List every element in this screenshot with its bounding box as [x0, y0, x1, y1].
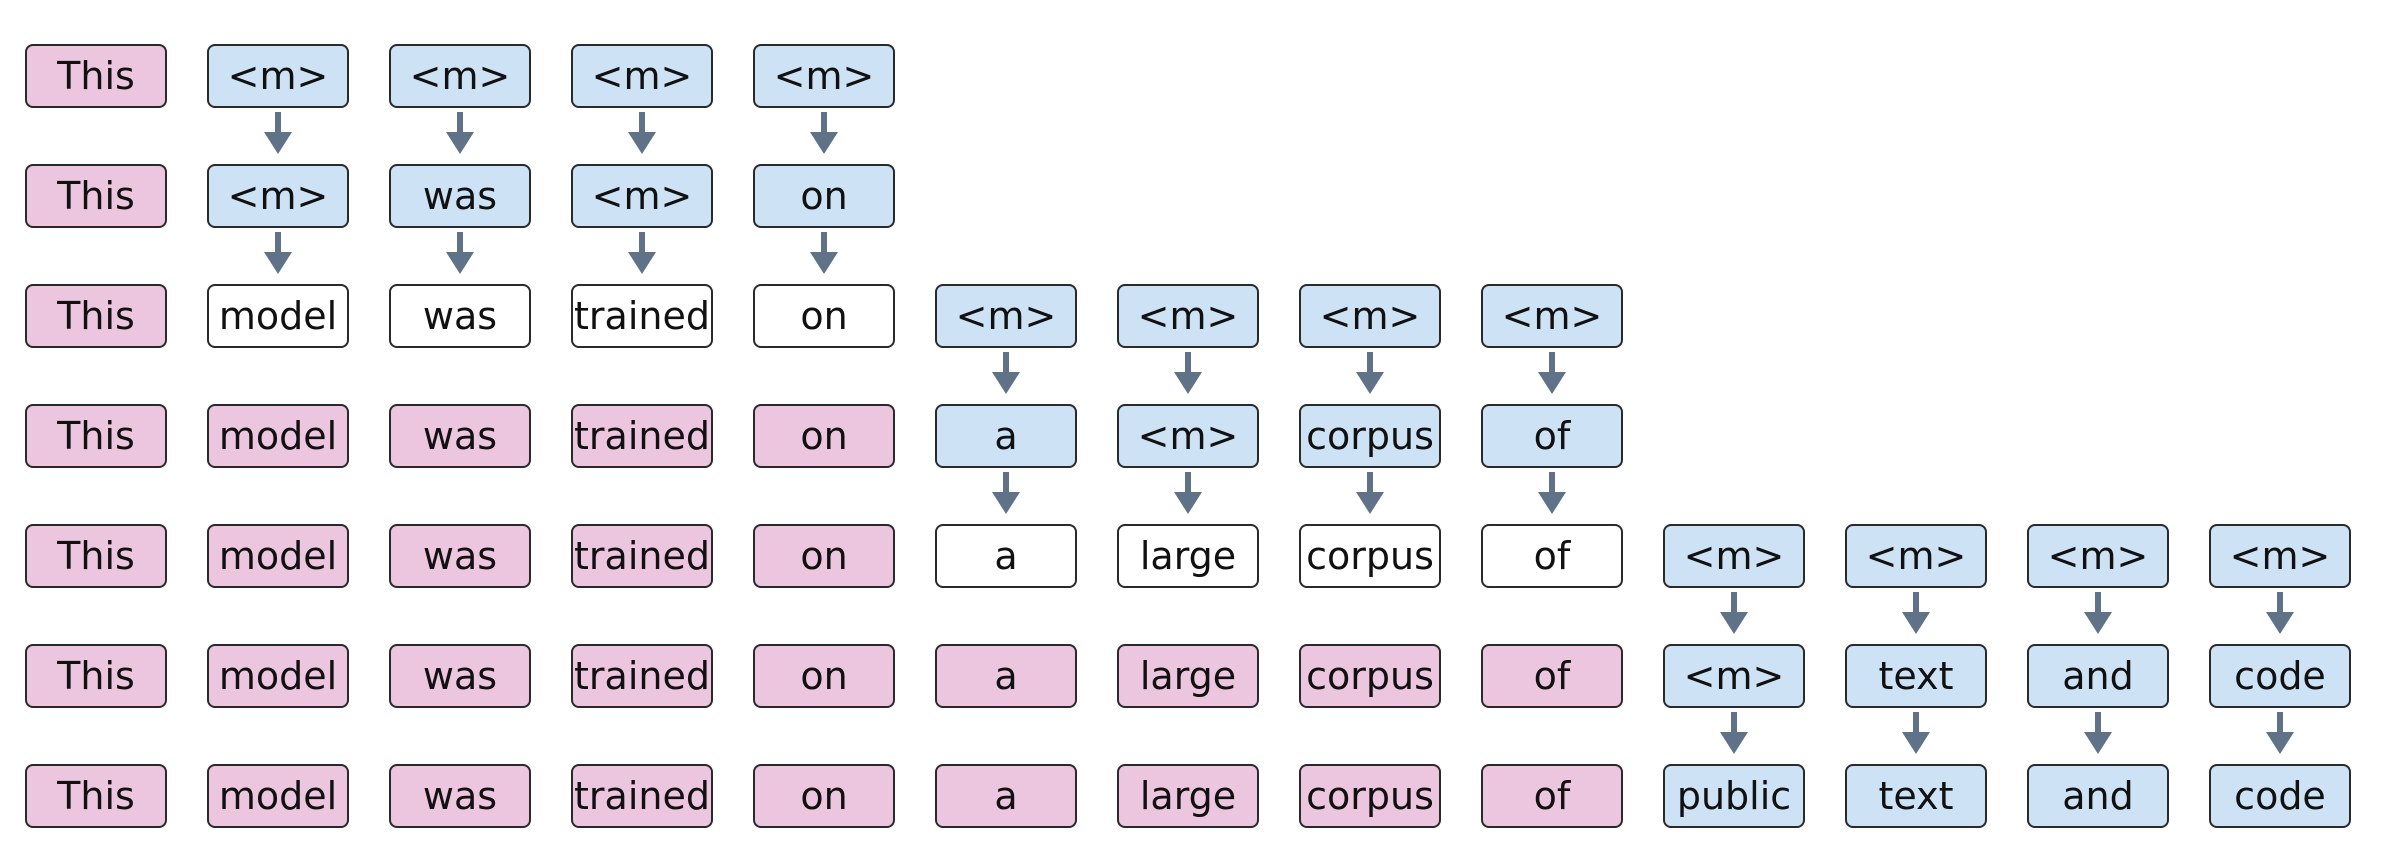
token-prompt-r3-c1: model [207, 404, 349, 468]
down-arrow-icon [992, 472, 1020, 514]
token-decoded-r4-c5: a [935, 524, 1077, 588]
token-prompt-r5-c1: model [207, 644, 349, 708]
down-arrow-icon [264, 232, 292, 274]
token-masked-r2-c8: <m> [1481, 284, 1623, 348]
token-prompt-r6-c7: corpus [1299, 764, 1441, 828]
token-masked-r3-c8: of [1481, 404, 1623, 468]
token-masked-r2-c6: <m> [1117, 284, 1259, 348]
token-prompt-r6-c6: large [1117, 764, 1259, 828]
token-masked-r3-c6: <m> [1117, 404, 1259, 468]
token-masked-r4-c9: <m> [1663, 524, 1805, 588]
token-prompt-r5-c2: was [389, 644, 531, 708]
down-arrow-icon [1538, 472, 1566, 514]
down-arrow-icon [1356, 352, 1384, 394]
token-prompt-r1-c0: This [25, 164, 167, 228]
token-decoded-r2-c2: was [389, 284, 531, 348]
token-masked-r0-c3: <m> [571, 44, 713, 108]
token-prompt-r4-c2: was [389, 524, 531, 588]
token-prompt-r3-c3: trained [571, 404, 713, 468]
token-prompt-r5-c5: a [935, 644, 1077, 708]
token-decoded-r2-c4: on [753, 284, 895, 348]
token-prompt-r4-c1: model [207, 524, 349, 588]
down-arrow-icon [1174, 472, 1202, 514]
token-prompt-r6-c0: This [25, 764, 167, 828]
down-arrow-icon [628, 112, 656, 154]
token-prompt-r5-c3: trained [571, 644, 713, 708]
token-prompt-r5-c8: of [1481, 644, 1623, 708]
token-masked-r6-c11: and [2027, 764, 2169, 828]
down-arrow-icon [2266, 712, 2294, 754]
token-prompt-r4-c0: This [25, 524, 167, 588]
token-decoded-r4-c8: of [1481, 524, 1623, 588]
token-masked-r0-c1: <m> [207, 44, 349, 108]
token-masked-r1-c2: was [389, 164, 531, 228]
token-masked-r1-c1: <m> [207, 164, 349, 228]
token-decoded-r4-c6: large [1117, 524, 1259, 588]
down-arrow-icon [2084, 592, 2112, 634]
down-arrow-icon [446, 232, 474, 274]
token-masked-r5-c11: and [2027, 644, 2169, 708]
token-decoded-r2-c1: model [207, 284, 349, 348]
down-arrow-icon [446, 112, 474, 154]
token-masked-r5-c10: text [1845, 644, 1987, 708]
token-masked-r6-c10: text [1845, 764, 1987, 828]
token-prompt-r3-c4: on [753, 404, 895, 468]
token-masked-r1-c4: on [753, 164, 895, 228]
down-arrow-icon [1356, 472, 1384, 514]
token-masked-r3-c7: corpus [1299, 404, 1441, 468]
token-masked-r6-c9: public [1663, 764, 1805, 828]
token-masked-r5-c12: code [2209, 644, 2351, 708]
token-prompt-r5-c0: This [25, 644, 167, 708]
token-masked-r4-c12: <m> [2209, 524, 2351, 588]
down-arrow-icon [1720, 592, 1748, 634]
token-masked-r0-c4: <m> [753, 44, 895, 108]
down-arrow-icon [264, 112, 292, 154]
token-prompt-r5-c4: on [753, 644, 895, 708]
token-prompt-r2-c0: This [25, 284, 167, 348]
down-arrow-icon [810, 112, 838, 154]
token-masked-r2-c7: <m> [1299, 284, 1441, 348]
down-arrow-icon [810, 232, 838, 274]
token-prompt-r0-c0: This [25, 44, 167, 108]
token-prompt-r6-c2: was [389, 764, 531, 828]
token-prompt-r6-c3: trained [571, 764, 713, 828]
down-arrow-icon [1720, 712, 1748, 754]
token-prompt-r4-c3: trained [571, 524, 713, 588]
down-arrow-icon [1174, 352, 1202, 394]
token-masked-r4-c10: <m> [1845, 524, 1987, 588]
token-prompt-r6-c8: of [1481, 764, 1623, 828]
down-arrow-icon [1902, 712, 1930, 754]
down-arrow-icon [2084, 712, 2112, 754]
token-prompt-r5-c6: large [1117, 644, 1259, 708]
token-prompt-r6-c4: on [753, 764, 895, 828]
token-prompt-r6-c1: model [207, 764, 349, 828]
token-masked-r2-c5: <m> [935, 284, 1077, 348]
token-prompt-r5-c7: corpus [1299, 644, 1441, 708]
down-arrow-icon [1902, 592, 1930, 634]
token-masked-r4-c11: <m> [2027, 524, 2169, 588]
down-arrow-icon [628, 232, 656, 274]
token-prompt-r6-c5: a [935, 764, 1077, 828]
token-masked-r3-c5: a [935, 404, 1077, 468]
token-masked-r5-c9: <m> [1663, 644, 1805, 708]
token-prompt-r3-c2: was [389, 404, 531, 468]
token-masked-r0-c2: <m> [389, 44, 531, 108]
token-decoded-r2-c3: trained [571, 284, 713, 348]
token-prompt-r4-c4: on [753, 524, 895, 588]
down-arrow-icon [992, 352, 1020, 394]
token-prompt-r3-c0: This [25, 404, 167, 468]
token-masked-r6-c12: code [2209, 764, 2351, 828]
token-decoded-r4-c7: corpus [1299, 524, 1441, 588]
down-arrow-icon [1538, 352, 1566, 394]
token-masked-r1-c3: <m> [571, 164, 713, 228]
down-arrow-icon [2266, 592, 2294, 634]
